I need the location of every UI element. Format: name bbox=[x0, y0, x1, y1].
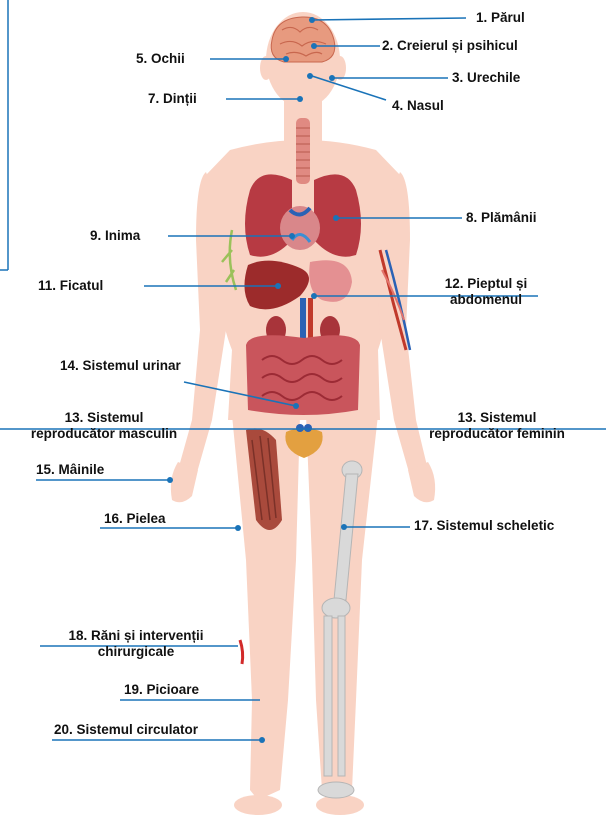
side-bracket bbox=[0, 0, 8, 270]
label-wounds-surgery-line1: 18. Răni și intervenții bbox=[36, 628, 236, 644]
label-chest-abdomen[interactable]: 12. Pieptul și abdomenul bbox=[426, 276, 546, 308]
label-female-reproductive[interactable]: 13. Sistemul reproducător feminin bbox=[402, 410, 592, 442]
label-nose[interactable]: 4. Nasul bbox=[392, 98, 444, 114]
label-chest-abdomen-line1: 12. Pieptul și bbox=[426, 276, 546, 292]
label-teeth[interactable]: 7. Dinții bbox=[148, 91, 197, 107]
label-ears[interactable]: 3. Urechile bbox=[452, 70, 520, 86]
label-brain-psyche[interactable]: 2. Creierul și psihicul bbox=[382, 38, 518, 54]
label-female-reproductive-line1: 13. Sistemul bbox=[402, 410, 592, 426]
label-male-reproductive[interactable]: 13. Sistemul reproducător masculin bbox=[4, 410, 204, 442]
label-circulatory-system[interactable]: 20. Sistemul circulator bbox=[54, 722, 198, 738]
label-hands[interactable]: 15. Mâinile bbox=[36, 462, 104, 478]
label-chest-abdomen-line2: abdomenul bbox=[426, 292, 546, 308]
label-male-reproductive-line1: 13. Sistemul bbox=[4, 410, 204, 426]
label-liver[interactable]: 11. Ficatul bbox=[38, 278, 103, 294]
label-wounds-surgery-line2: chirurgicale bbox=[36, 644, 236, 660]
trachea bbox=[296, 118, 310, 184]
label-skin[interactable]: 16. Pielea bbox=[104, 511, 166, 527]
label-urinary-system[interactable]: 14. Sistemul urinar bbox=[60, 358, 181, 374]
intestines bbox=[246, 335, 360, 415]
label-heart[interactable]: 9. Inima bbox=[90, 228, 140, 244]
label-hair[interactable]: 1. Părul bbox=[476, 10, 525, 26]
brain bbox=[271, 17, 335, 62]
label-male-reproductive-line2: reproducător masculin bbox=[4, 426, 204, 442]
label-skeletal-system[interactable]: 17. Sistemul scheletic bbox=[414, 518, 554, 534]
label-female-reproductive-line2: reproducător feminin bbox=[402, 426, 592, 442]
label-lungs[interactable]: 8. Plămânii bbox=[466, 210, 537, 226]
label-wounds-surgery[interactable]: 18. Răni și intervenții chirurgicale bbox=[36, 628, 236, 660]
label-legs[interactable]: 19. Picioare bbox=[124, 682, 199, 698]
wound-mark bbox=[240, 640, 243, 664]
heart bbox=[280, 206, 320, 250]
label-eyes[interactable]: 5. Ochii bbox=[136, 51, 185, 67]
